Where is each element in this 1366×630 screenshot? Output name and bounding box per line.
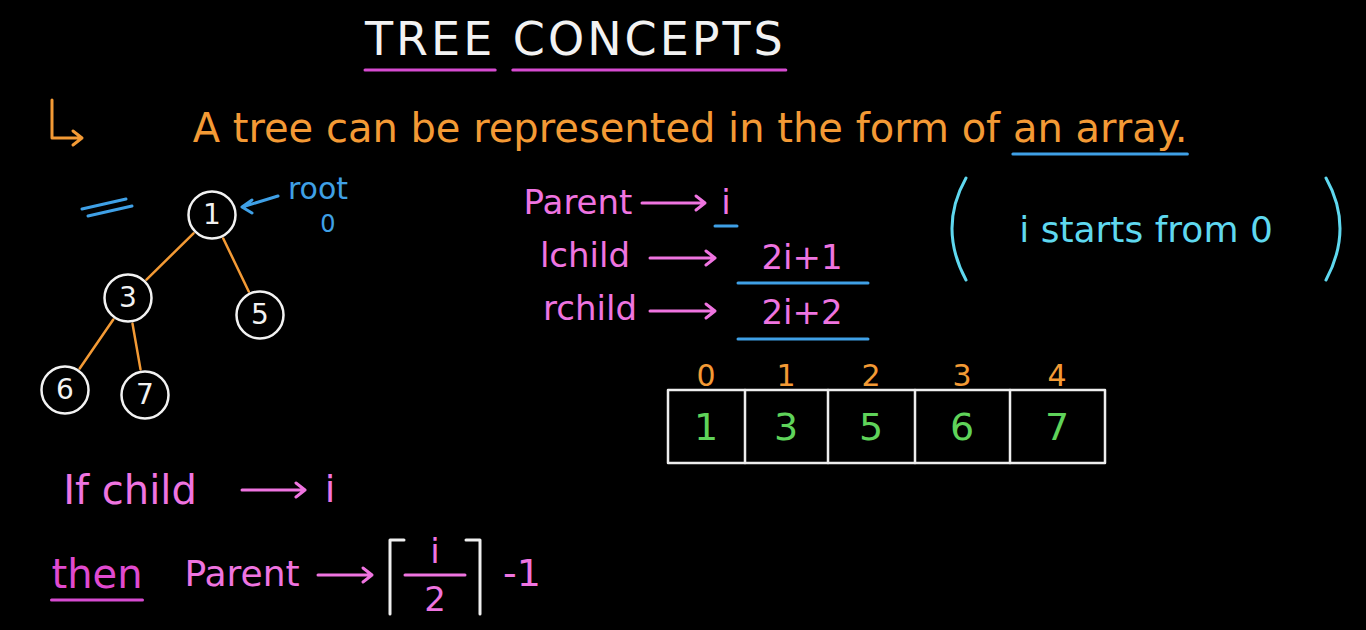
- array-cell: 3: [774, 407, 798, 449]
- formula-term: lchild: [540, 237, 630, 274]
- array-index: 4: [1047, 359, 1066, 392]
- tree-edge: [146, 233, 193, 279]
- formula-term: rchild: [543, 290, 637, 327]
- tree-node: 1: [187, 190, 237, 240]
- node-value: 5: [251, 301, 269, 329]
- node-value: 3: [119, 284, 137, 312]
- formula-value: i: [325, 469, 336, 511]
- array-cell: 1: [694, 407, 718, 449]
- array-index: 3: [952, 359, 971, 392]
- array-grid: [668, 390, 1105, 463]
- map-arrow: [318, 568, 372, 582]
- ceiling-bracket: [466, 540, 480, 614]
- array-cell: 6: [950, 407, 974, 449]
- tree-node: 6: [40, 365, 90, 415]
- index-note: 0: [320, 211, 335, 237]
- statement-text: A tree can be represented in the form of…: [193, 106, 1188, 150]
- array-index: 2: [861, 359, 880, 392]
- emphasis-underline: [738, 282, 868, 285]
- pointer-label: root: [288, 172, 348, 205]
- formula-value: i: [721, 184, 730, 221]
- ceiling-bracket: [390, 540, 404, 614]
- emphasis-underline: [738, 338, 868, 341]
- formula-term: Parent: [184, 554, 299, 594]
- pointer-arrow: [242, 196, 278, 213]
- node-value: 7: [136, 381, 154, 409]
- tree-edge: [132, 324, 140, 370]
- formula-value: i: [430, 533, 439, 570]
- tree-edge: [80, 319, 114, 368]
- array-index: 0: [696, 359, 715, 392]
- node-value: 6: [56, 376, 74, 404]
- note-text: i starts from 0: [1019, 210, 1273, 250]
- map-arrow: [650, 304, 715, 318]
- hook-arrow: [52, 100, 82, 145]
- mark-scribble: [82, 199, 132, 216]
- title-underline: [513, 69, 786, 72]
- emphasis-underline: [1013, 153, 1187, 156]
- parenthesis: [1326, 178, 1340, 280]
- map-arrow: [642, 196, 705, 210]
- tree-node: 7: [120, 370, 170, 420]
- formula-value: 2: [424, 581, 446, 618]
- array-cell: 5: [859, 407, 883, 449]
- fraction-bar: [405, 574, 465, 577]
- emphasis-underline: [715, 225, 737, 228]
- tree-node: 5: [235, 290, 285, 340]
- formula-value: 2i+2: [761, 294, 842, 331]
- formula-term: then: [52, 552, 143, 596]
- map-arrow: [650, 251, 715, 265]
- tree-node: 3: [103, 273, 153, 323]
- formula-term: If child: [63, 468, 197, 512]
- array-divider: [745, 390, 1010, 463]
- formula-value: 2i+1: [761, 239, 842, 276]
- node-value: 1: [203, 201, 221, 229]
- formula-term: Parent: [524, 184, 633, 221]
- array-cell: 7: [1045, 407, 1069, 449]
- formula-value: -1: [503, 553, 541, 595]
- page-title: TREE CONCEPTS: [365, 14, 786, 65]
- tree-edge: [223, 238, 248, 291]
- title-underline: [365, 69, 495, 72]
- parenthesis: [952, 178, 966, 280]
- array-index: 1: [776, 359, 795, 392]
- map-arrow: [242, 483, 305, 497]
- emphasis-underline: [52, 599, 143, 602]
